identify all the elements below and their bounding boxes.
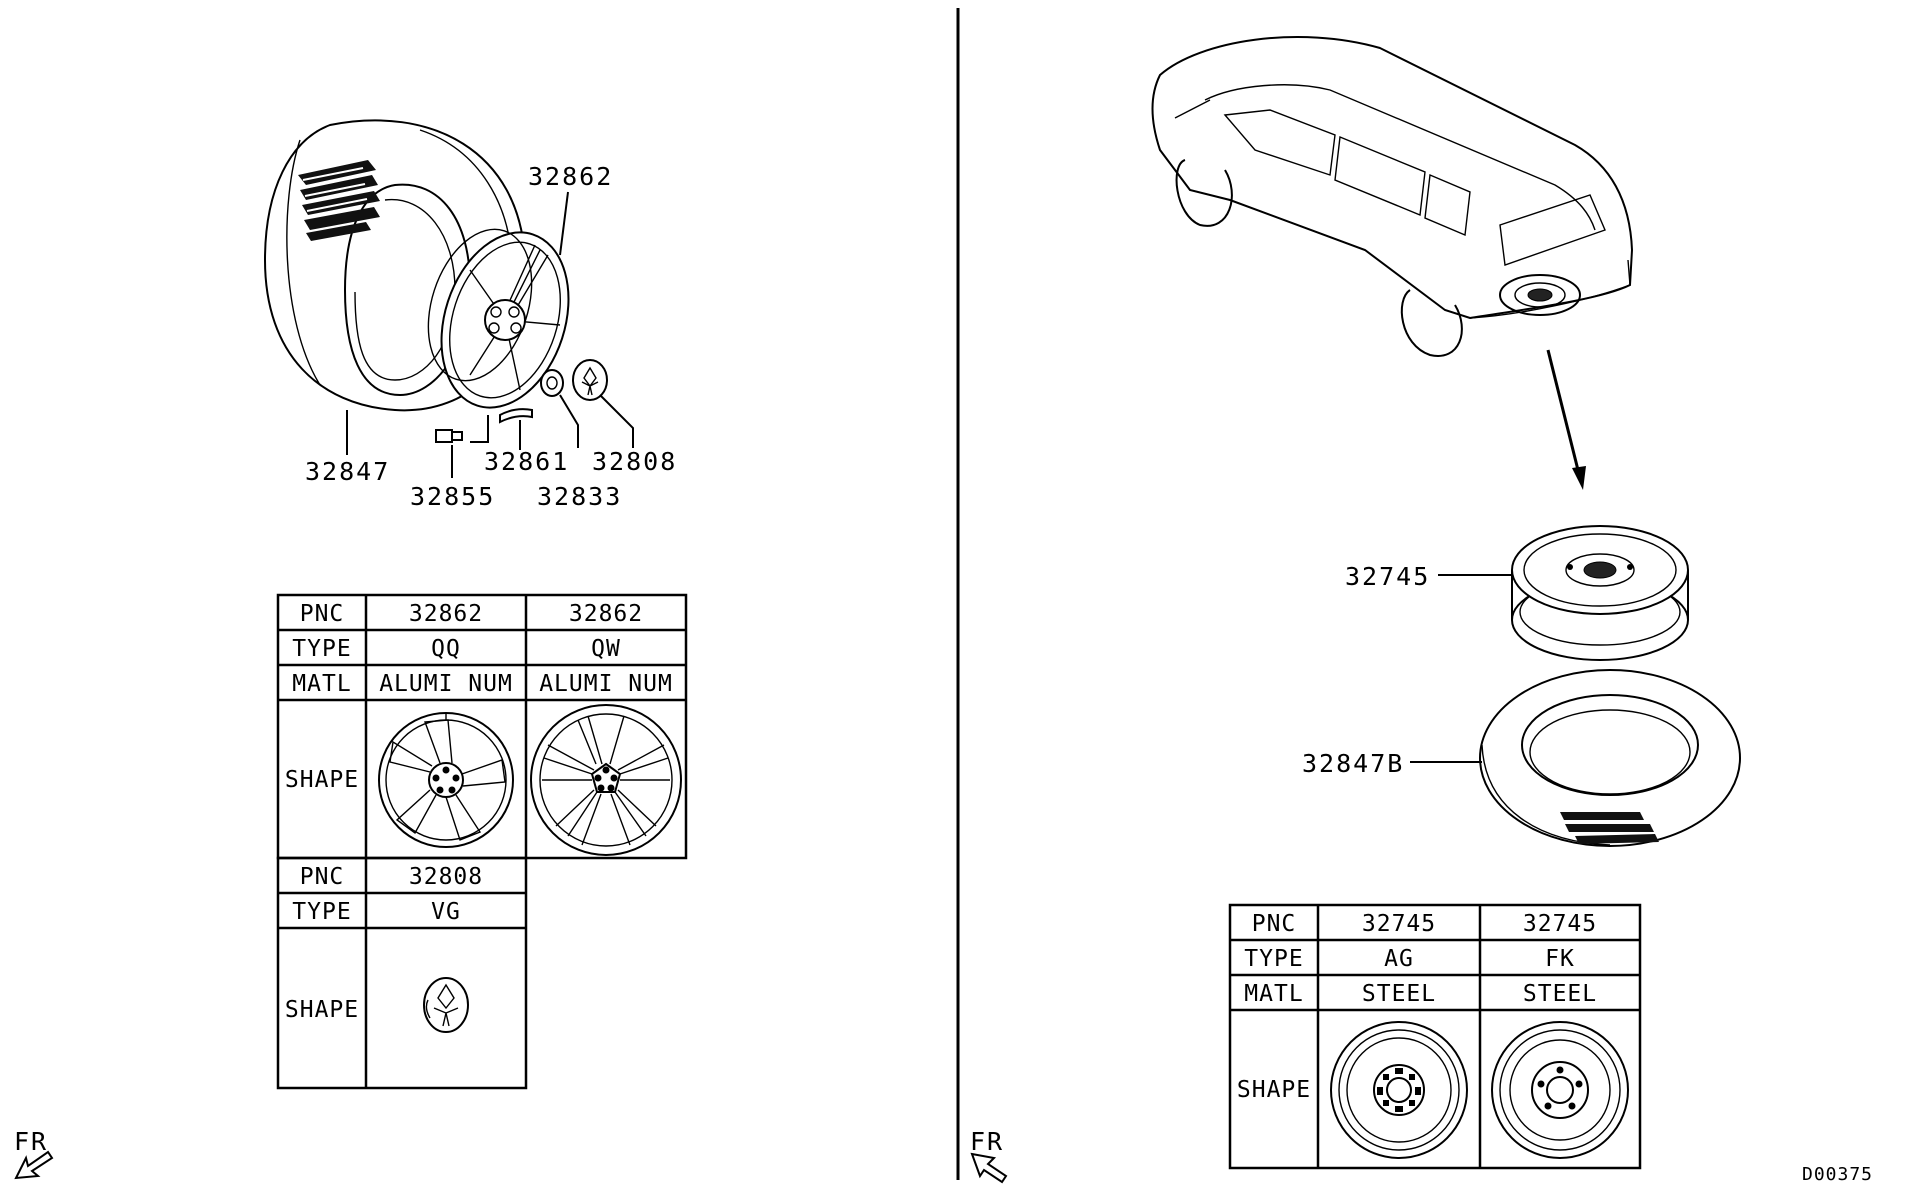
row-label-pnc: PNC [300,601,345,627]
front-direction-marker: FR [970,1127,1008,1184]
fr-arrow-icon [970,1152,1008,1184]
cell-matl: STEEL [1362,981,1436,1007]
row-label-pnc: PNC [300,864,345,890]
cap-table: PNC TYPE SHAPE 32808 VG [276,856,528,1090]
spare-tread-pattern [1560,812,1659,844]
tread-pattern [298,160,380,241]
cell-type: AG [1384,946,1414,972]
wheel-shape-qw [530,704,682,856]
row-label-type: TYPE [292,899,351,925]
row-label-matl: MATL [292,671,351,697]
row-label-shape: SHAPE [285,767,359,793]
lug-nut [540,369,564,397]
row-label-type: TYPE [292,636,351,662]
front-direction-marker: FR [14,1127,54,1180]
callout-32862: 32862 [528,162,613,191]
row-label-shape: SHAPE [285,997,359,1023]
callout-32833: 32833 [537,482,622,511]
cell-type: VG [431,899,461,925]
cell-matl: ALUMI NUM [539,671,673,697]
left-leader-lines [346,191,634,478]
tire-wheel-assembly-illustration [263,119,608,443]
fr-label: FR [970,1127,1004,1156]
callout-32847: 32847 [305,457,390,486]
cell-matl: ALUMI NUM [379,671,513,697]
wheel-shape-qq [378,712,514,848]
row-label-type: TYPE [1244,946,1303,972]
valve-stem [435,429,463,443]
spare-wheel-table: PNC TYPE MATL SHAPE 32745 AG STEEL 32745… [1228,903,1642,1170]
vehicle-illustration [1151,36,1634,357]
spare-tire-illustration [1479,669,1741,847]
center-cap [572,359,608,401]
row-label-matl: MATL [1244,981,1303,1007]
cell-matl: STEEL [1523,981,1597,1007]
spare-shape-ag [1330,1021,1468,1159]
cell-pnc: 32808 [409,864,483,890]
cap-shape-vg [423,977,469,1033]
row-label-shape: SHAPE [1237,1077,1311,1103]
row-label-pnc: PNC [1252,911,1297,937]
cell-pnc: 32862 [569,601,643,627]
location-arrow [1546,349,1586,490]
callout-32861: 32861 [484,447,569,476]
spare-wheel-illustration [1511,525,1689,661]
balance-weight [499,408,533,424]
cell-pnc: 32745 [1523,911,1597,937]
fr-arrow-icon [14,1150,54,1180]
callout-32855: 32855 [410,482,495,511]
wheel-table: PNC TYPE MATL SHAPE 32862 QQ ALUMI NUM 3… [276,593,688,860]
callout-32847B: 32847B [1302,749,1404,778]
cell-pnc: 32745 [1362,911,1436,937]
cell-type: QW [591,636,621,662]
spare-shape-fk [1491,1021,1629,1159]
cell-type: FK [1545,946,1575,972]
cell-pnc: 32862 [409,601,483,627]
diagram-id: D00375 [1802,1164,1873,1185]
fr-label: FR [14,1127,48,1156]
cell-type: QQ [431,636,461,662]
callout-32745: 32745 [1345,562,1430,591]
callout-32808: 32808 [592,447,677,476]
